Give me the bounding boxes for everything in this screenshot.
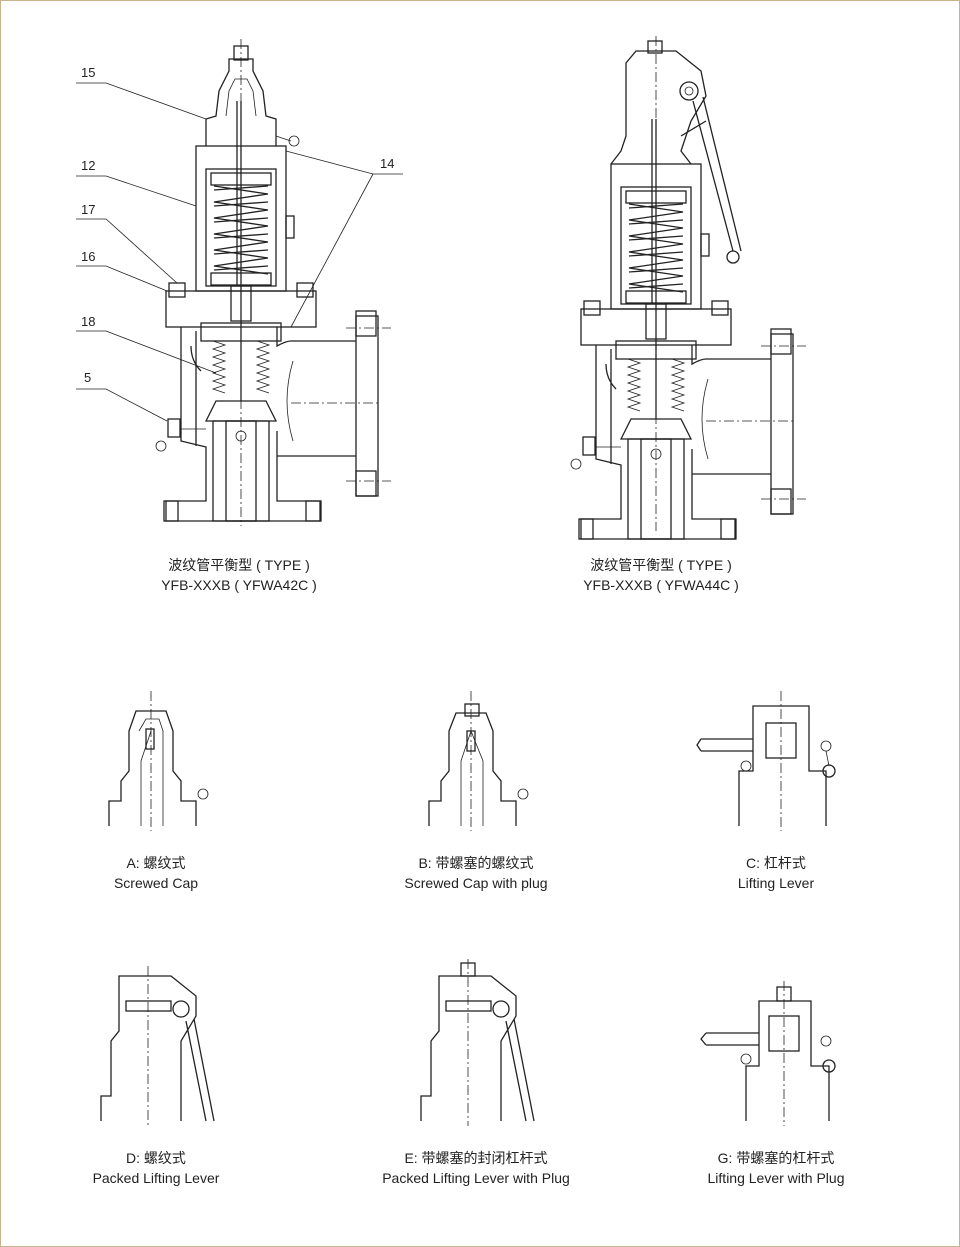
- valve-yfwa44c: [570, 36, 807, 540]
- valve-yfwa42c: [76, 39, 403, 526]
- part-label-16: 16: [81, 249, 96, 264]
- detail-a: [108, 691, 209, 831]
- caption-detail-e: E: 带螺塞的封闭杠杆式 Packed Lifting Lever with P…: [326, 1148, 626, 1188]
- caption-main-1: 波纹管平衡型 ( TYPE ) YFB-XXXB ( YFWA42C ): [89, 555, 389, 595]
- part-label-17: 17: [81, 202, 96, 217]
- caption-title: 波纹管平衡型 ( TYPE ): [168, 557, 310, 573]
- part-label-15: 15: [81, 65, 96, 80]
- part-label-12: 12: [81, 158, 96, 173]
- part-label-5: 5: [84, 370, 92, 385]
- caption-detail-b: B: 带螺塞的螺纹式 Screwed Cap with plug: [326, 853, 626, 893]
- caption-model: YFB-XXXB ( YFWA44C ): [583, 577, 739, 593]
- caption-detail-a: A: 螺纹式 Screwed Cap: [6, 853, 306, 893]
- detail-b: [428, 691, 529, 831]
- caption-subtitle: Lifting Lever with Plug: [707, 1170, 845, 1186]
- caption-title: G: 带螺塞的杠杆式: [717, 1150, 835, 1166]
- caption-title: 波纹管平衡型 ( TYPE ): [590, 557, 732, 573]
- part-label-18: 18: [81, 314, 96, 329]
- part-label-14: 14: [380, 156, 395, 171]
- caption-title: B: 带螺塞的螺纹式: [418, 855, 534, 871]
- caption-title: E: 带螺塞的封闭杠杆式: [404, 1150, 548, 1166]
- caption-detail-d: D: 螺纹式 Packed Lifting Lever: [6, 1148, 306, 1188]
- caption-model: YFB-XXXB ( YFWA42C ): [161, 577, 317, 593]
- caption-title: A: 螺纹式: [126, 855, 186, 871]
- detail-c: [696, 691, 836, 831]
- caption-subtitle: Screwed Cap: [113, 875, 199, 891]
- caption-title: C: 杠杆式: [746, 855, 806, 871]
- caption-detail-g: G: 带螺塞的杠杆式 Lifting Lever with Plug: [626, 1148, 926, 1188]
- caption-main-2: 波纹管平衡型 ( TYPE ) YFB-XXXB ( YFWA44C ): [511, 555, 811, 595]
- detail-g: [700, 981, 836, 1126]
- caption-subtitle: Packed Lifting Lever with Plug: [382, 1170, 570, 1186]
- detail-d: [100, 966, 215, 1126]
- caption-subtitle: Lifting Lever: [737, 875, 815, 891]
- caption-subtitle: Screwed Cap with plug: [404, 875, 548, 891]
- detail-e: [420, 959, 535, 1126]
- caption-detail-c: C: 杠杆式 Lifting Lever: [626, 853, 926, 893]
- caption-subtitle: Packed Lifting Lever: [92, 1170, 220, 1186]
- caption-title: D: 螺纹式: [126, 1150, 186, 1166]
